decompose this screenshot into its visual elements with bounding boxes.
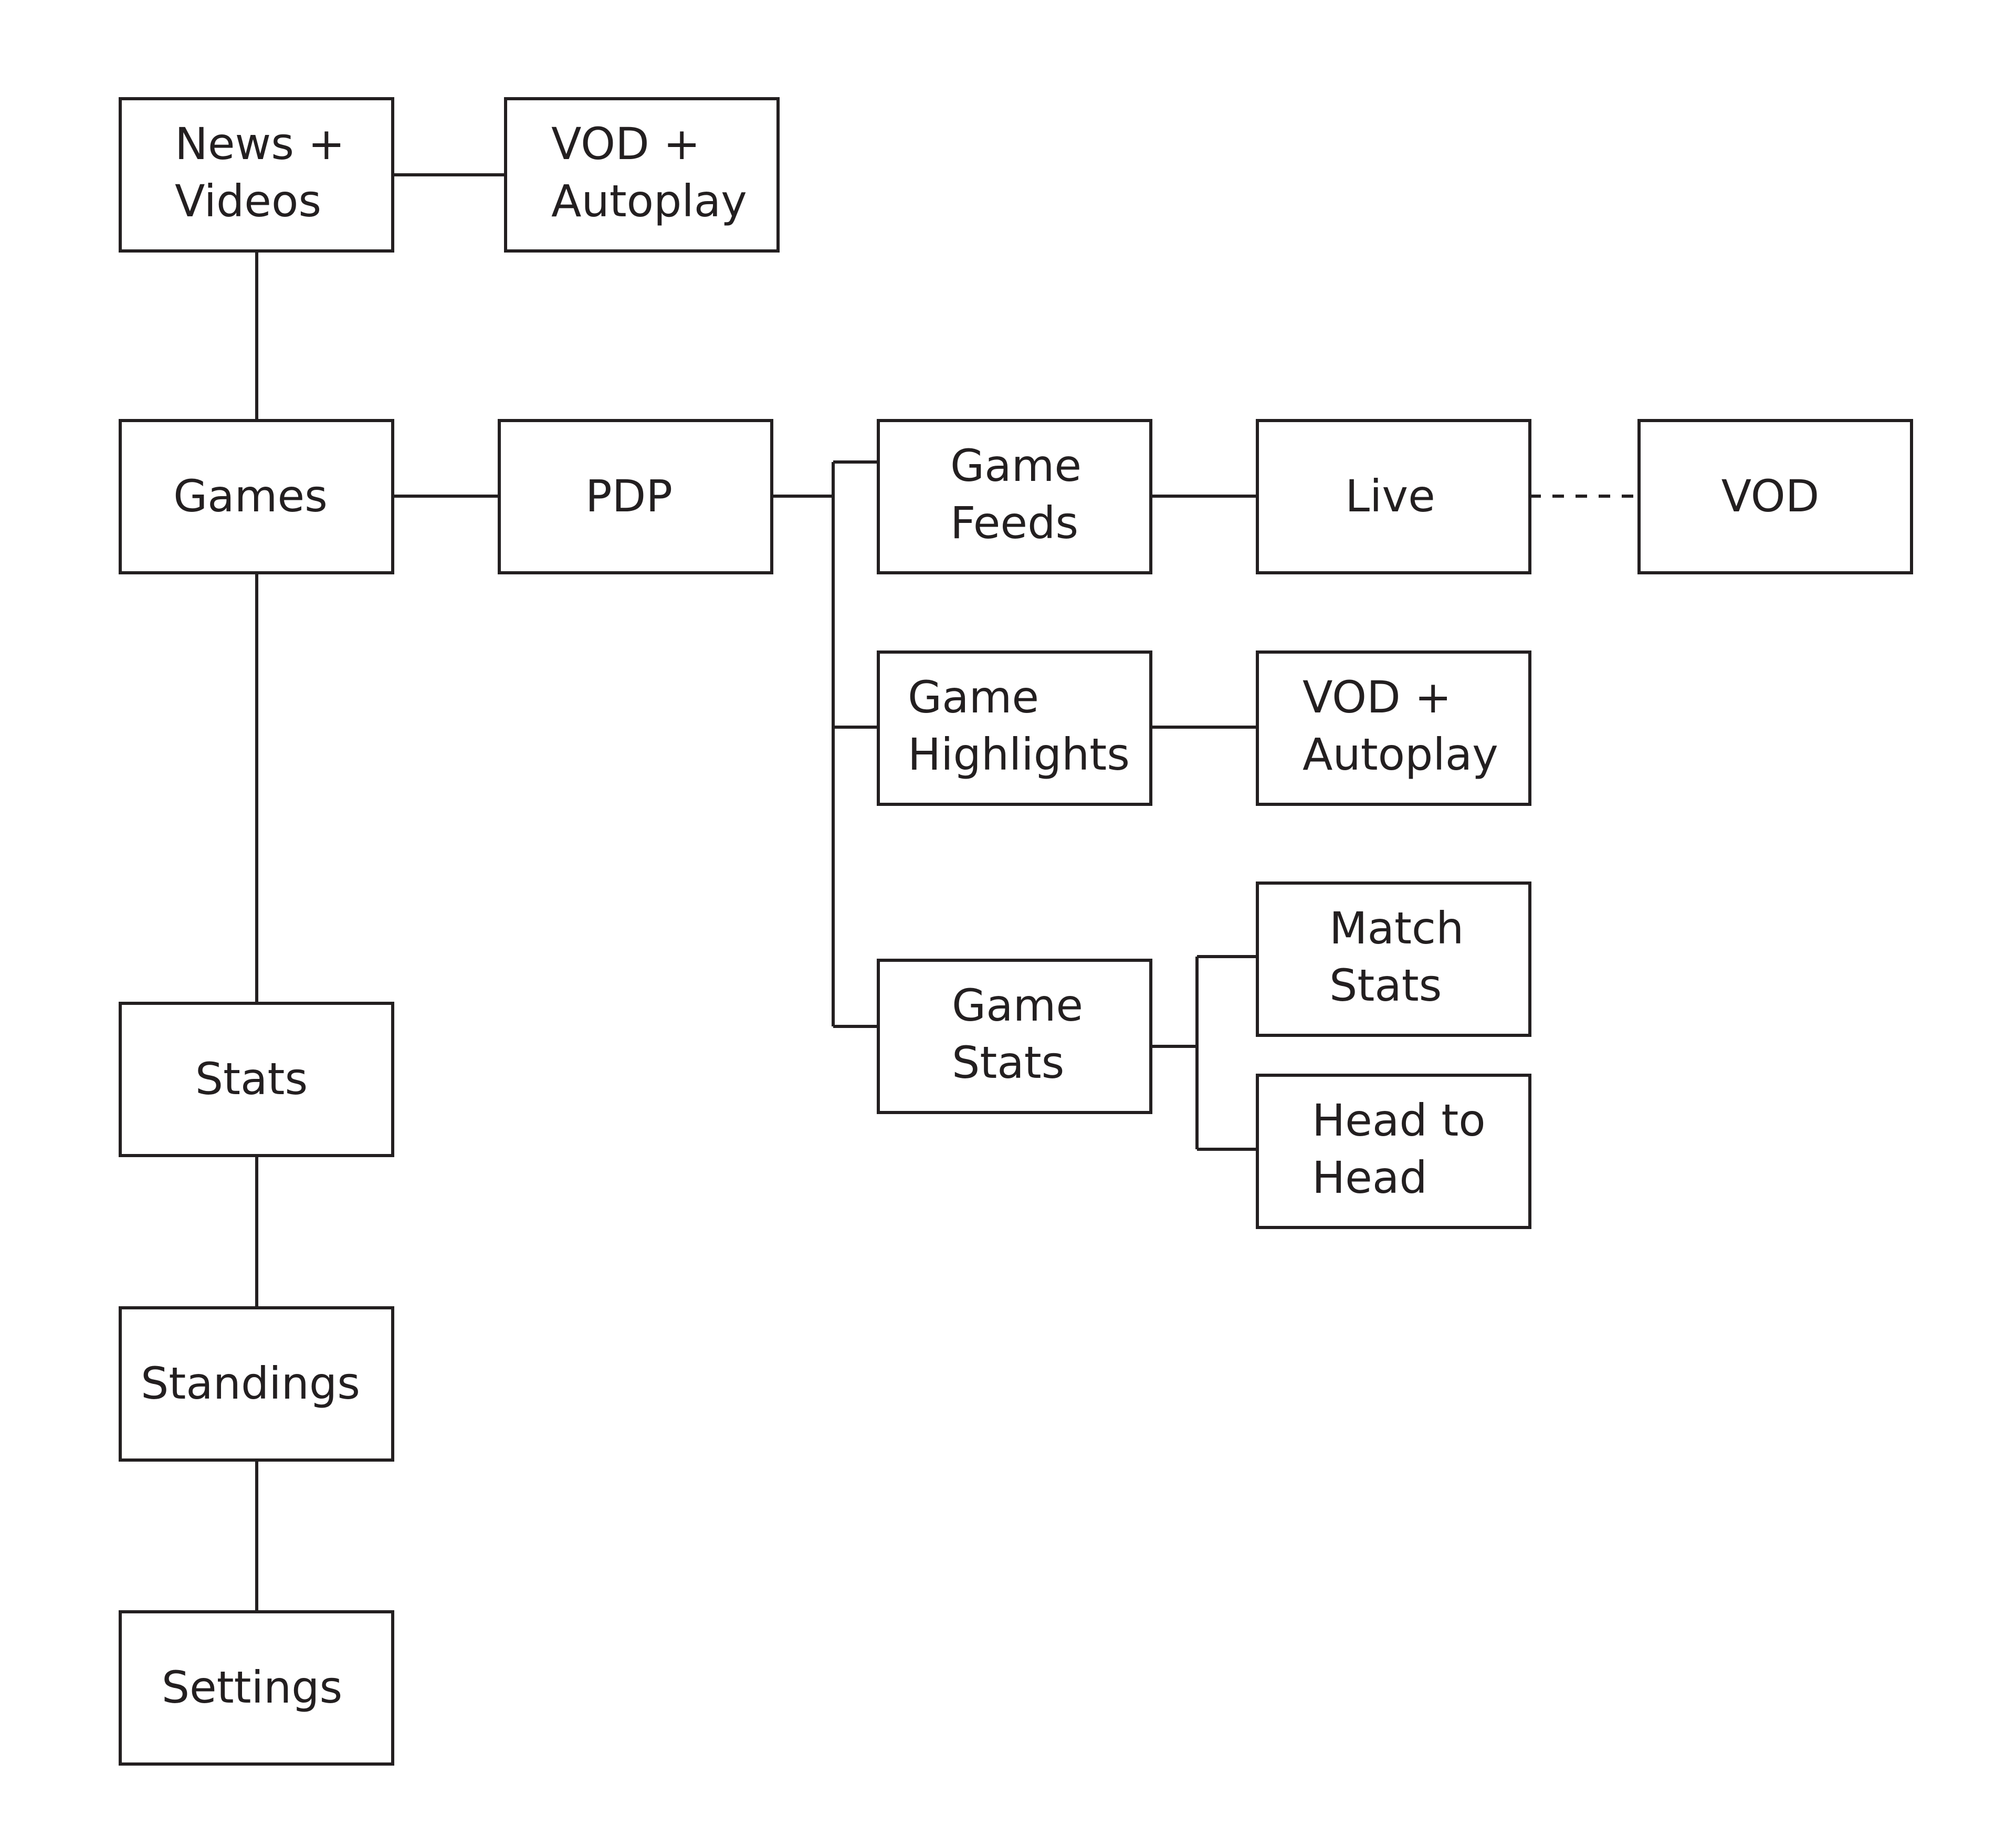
node-vod-autoplay-top: VOD + Autoplay (504, 97, 780, 253)
node-vod: VOD (1637, 419, 1913, 574)
node-vod-autoplay-top-line-2: Autoplay (551, 175, 747, 227)
node-head-to-head-line-1: Head to (1312, 1095, 1486, 1146)
node-news-videos-line-1: News + (175, 118, 345, 170)
node-live: Live (1256, 419, 1531, 574)
node-live-label: Live (1345, 470, 1435, 522)
node-game-highlights: Game Highlights (877, 650, 1152, 806)
node-game-stats-line-2: Stats (952, 1037, 1064, 1088)
node-game-highlights-line-2: Highlights (908, 729, 1130, 780)
node-standings: Standings (119, 1306, 394, 1462)
node-standings-label: Standings (141, 1358, 360, 1409)
node-settings-label: Settings (162, 1662, 343, 1713)
node-vod-label: VOD (1721, 470, 1820, 522)
node-vod-autoplay-mid-line-1: VOD + (1303, 671, 1452, 723)
node-match-stats: Match Stats (1256, 881, 1531, 1037)
node-game-feeds-line-2: Feeds (950, 497, 1078, 549)
node-head-to-head-line-2: Head (1312, 1152, 1427, 1203)
node-stats-label: Stats (195, 1053, 308, 1105)
node-games: Games (119, 419, 394, 574)
node-pdp-label: PDP (585, 470, 673, 522)
node-vod-autoplay-top-line-1: VOD + (551, 118, 700, 170)
node-game-feeds: Game Feeds (877, 419, 1152, 574)
node-settings: Settings (119, 1610, 394, 1766)
node-vod-autoplay-mid: VOD + Autoplay (1256, 650, 1531, 806)
connector-pdp-branch (771, 460, 877, 1028)
node-match-stats-line-1: Match (1329, 902, 1464, 954)
node-news-videos-line-2: Videos (175, 175, 321, 227)
node-game-stats-line-1: Game (952, 980, 1083, 1031)
node-match-stats-line-2: Stats (1329, 960, 1442, 1011)
connector-game-stats-branch (1151, 955, 1256, 1151)
node-head-to-head: Head to Head (1256, 1074, 1531, 1229)
node-games-label: Games (173, 470, 328, 522)
node-stats: Stats (119, 1002, 394, 1157)
node-news-videos: News + Videos (119, 97, 394, 253)
node-game-stats: Game Stats (877, 959, 1152, 1114)
connectors (255, 173, 1638, 1612)
node-game-feeds-line-1: Game (950, 440, 1082, 491)
node-vod-autoplay-mid-line-2: Autoplay (1303, 729, 1498, 780)
node-game-highlights-line-1: Game (908, 671, 1039, 723)
node-pdp: PDP (498, 419, 773, 574)
